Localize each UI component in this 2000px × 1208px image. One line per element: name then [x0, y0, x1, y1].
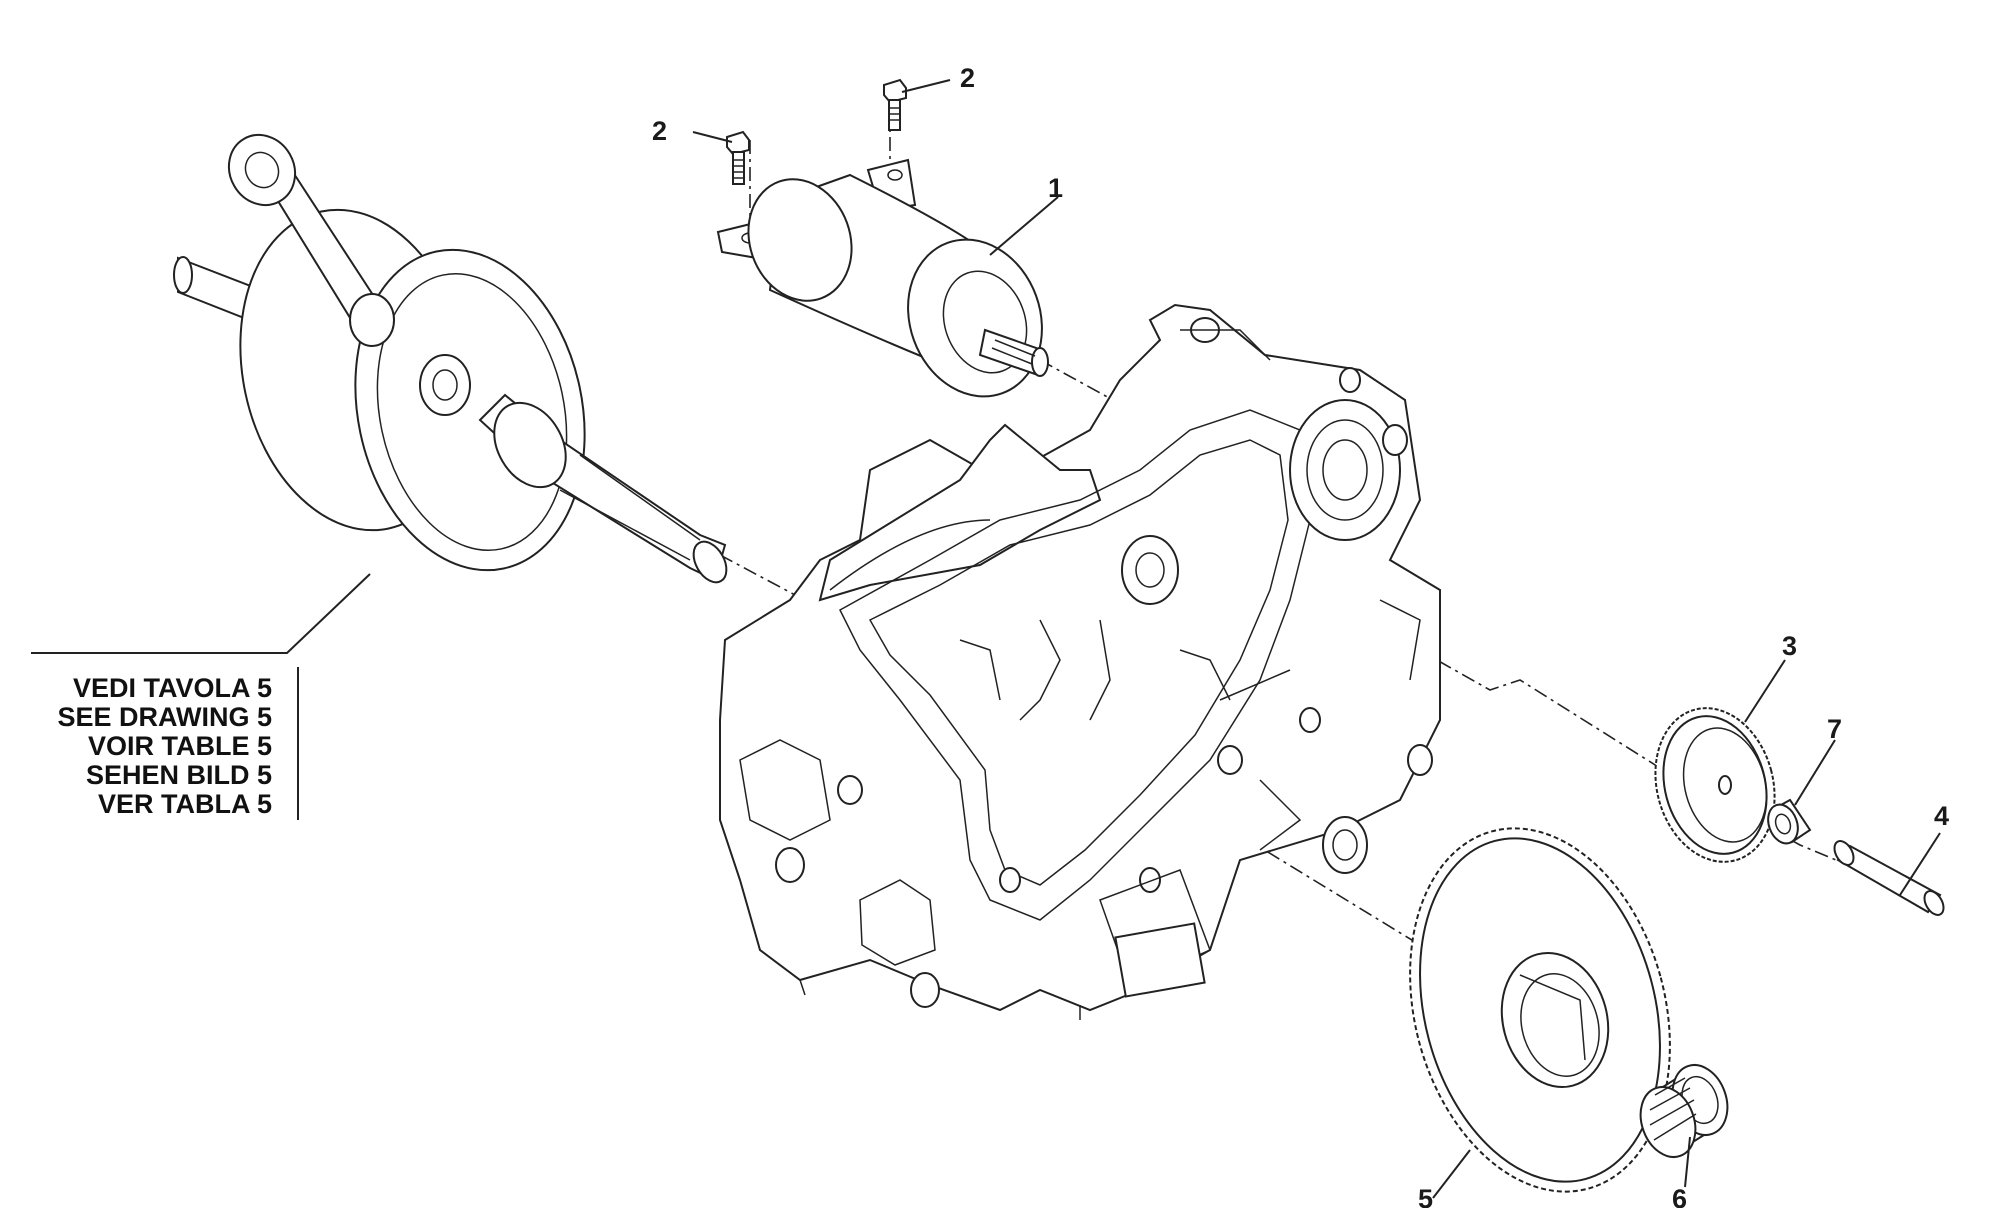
- callout-6: 6: [1672, 1184, 1687, 1208]
- callout-5: 5: [1418, 1184, 1433, 1208]
- crankcase: [719, 303, 1441, 1020]
- reference-note: VEDI TAVOLA 5 SEE DRAWING 5 VOIR TABLE 5…: [57, 673, 272, 819]
- callout-7: 7: [1827, 714, 1842, 744]
- callout-4: 4: [1934, 801, 1949, 831]
- washer: [1767, 798, 1812, 845]
- screw-b: [883, 78, 907, 131]
- gear-shaft: [1833, 840, 1945, 916]
- starter-driven-gear: [1409, 827, 1671, 1193]
- callout-3: 3: [1782, 631, 1797, 661]
- callout-2-left: 2: [652, 116, 667, 146]
- crankshaft-assembly: [173, 133, 728, 584]
- note-line-fr: VOIR TABLE 5: [88, 731, 272, 761]
- starter-motor: [716, 158, 1049, 398]
- needle-bearing: [1639, 1064, 1729, 1158]
- idler-gear: [1654, 707, 1776, 863]
- leader-lines: [31, 79, 1941, 1199]
- screw-a: [726, 130, 750, 185]
- note-line-en: SEE DRAWING 5: [57, 702, 272, 732]
- note-line-es: VER TABLA 5: [98, 789, 272, 819]
- callout-2-right: 2: [960, 63, 975, 93]
- callout-numbers: 1 2 2 3 4 5 6 7: [652, 63, 1949, 1208]
- note-line-it: VEDI TAVOLA 5: [73, 673, 272, 703]
- callout-1: 1: [1048, 173, 1063, 203]
- note-line-de: SEHEN BILD 5: [86, 760, 272, 790]
